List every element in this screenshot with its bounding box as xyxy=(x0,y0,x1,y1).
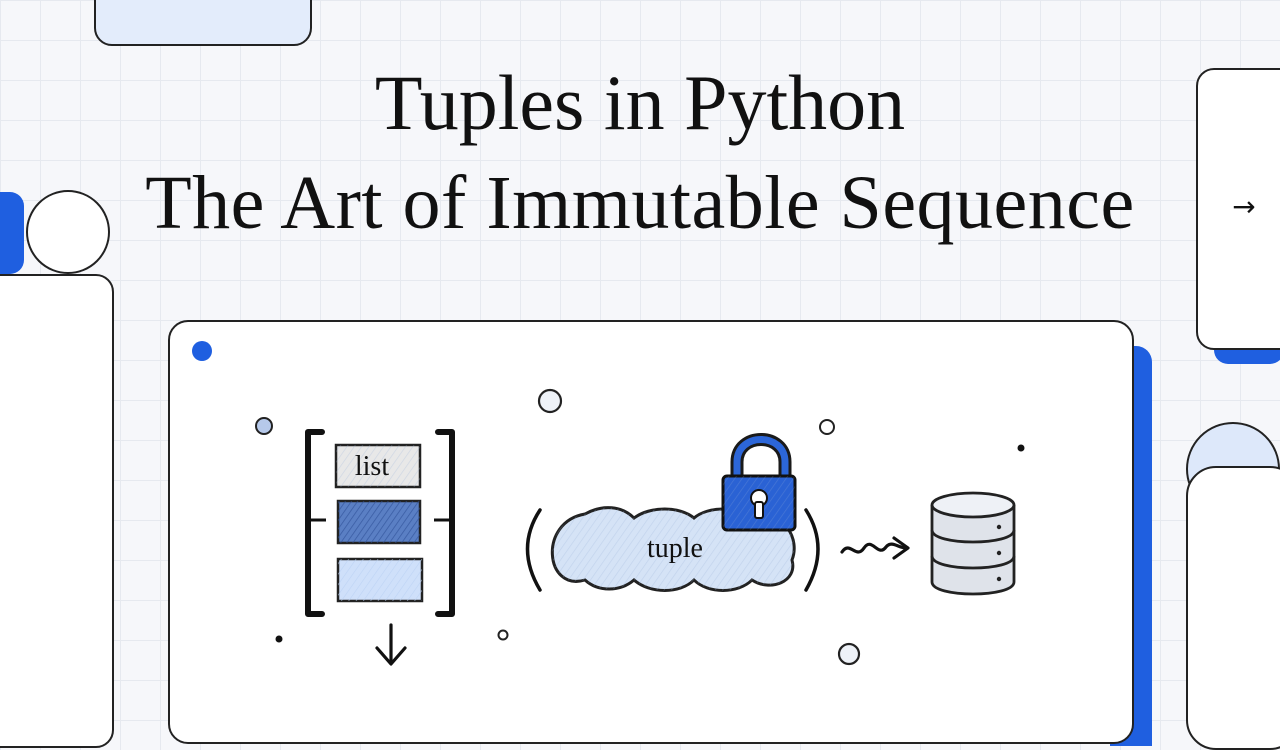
squiggle-arrow-icon xyxy=(840,536,910,560)
dot-blue-large xyxy=(192,341,212,361)
left-blue-accent xyxy=(0,192,24,274)
tuple-paren-left xyxy=(525,508,542,592)
list-bracket-left xyxy=(305,429,325,617)
dot-outline-1 xyxy=(255,417,273,435)
left-circle xyxy=(26,190,110,274)
arrow-down-icon xyxy=(375,623,407,666)
dot-outline-2 xyxy=(537,388,563,414)
tuple-illustration: list tuple xyxy=(192,341,1025,666)
list-label: list xyxy=(355,451,389,482)
top-left-card xyxy=(94,0,312,46)
dot-outline-5 xyxy=(837,642,861,666)
title-line-1: Tuples in Python xyxy=(374,59,906,146)
dot-small-2 xyxy=(275,635,283,643)
next-arrow-icon[interactable]: → xyxy=(1232,189,1256,223)
tuple-label: tuple xyxy=(647,533,703,564)
right-lower-card xyxy=(1186,466,1280,750)
list-bracket-right xyxy=(435,429,455,617)
dot-outline-4 xyxy=(497,629,509,641)
lock-icon xyxy=(721,433,797,532)
left-side-card xyxy=(0,274,114,748)
title-line-2: The Art of Immutable Sequence xyxy=(145,161,1135,245)
tuple-paren-right xyxy=(804,508,820,592)
dot-outline-3 xyxy=(819,419,835,435)
database-icon xyxy=(930,491,1016,596)
right-side-card[interactable] xyxy=(1196,68,1280,350)
dot-small-1 xyxy=(1017,444,1025,452)
